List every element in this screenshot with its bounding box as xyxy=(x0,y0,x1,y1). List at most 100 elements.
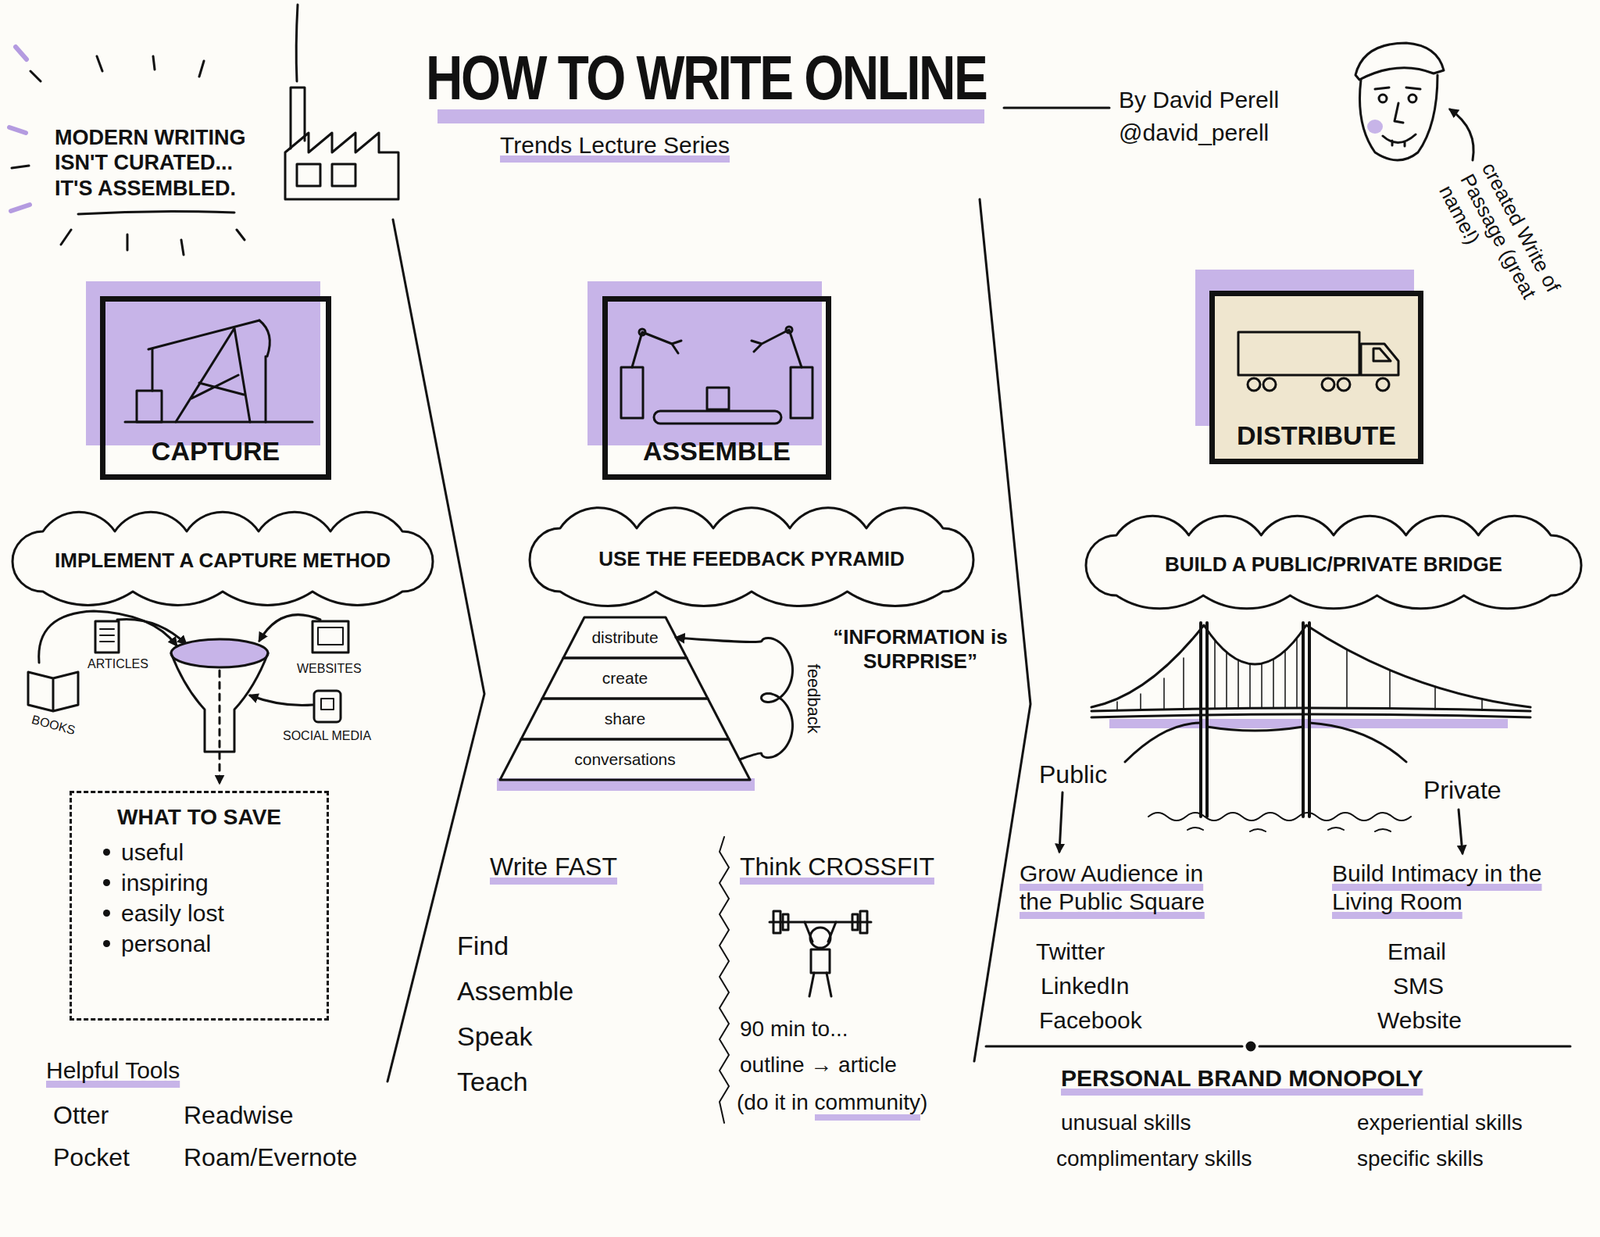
side-note: created Write of Passage (great name!) xyxy=(1433,158,1578,342)
thought-cloud: BUILD A PUBLIC/PRIVATE BRIDGE xyxy=(1081,500,1586,610)
cloud-text: USE THE FEEDBACK PYRAMID xyxy=(598,547,904,572)
list-item: useful xyxy=(121,836,184,868)
icon-caption: SOCIAL MEDIA xyxy=(282,728,372,743)
list-row: easily lost xyxy=(103,897,307,929)
frame-caption: ASSEMBLE xyxy=(642,435,791,467)
factory-illustration xyxy=(332,164,356,186)
box-heading: WHAT TO SAVE xyxy=(117,804,282,829)
funnel-illustration xyxy=(218,670,222,783)
divider-line xyxy=(985,1045,1571,1048)
bridge-illustration xyxy=(1091,622,1531,832)
bullet-dot xyxy=(103,848,111,856)
thought-cloud: USE THE FEEDBACK PYRAMID xyxy=(525,492,979,606)
bullet-dot xyxy=(103,909,111,917)
source-icons xyxy=(314,690,341,722)
list-row: personal xyxy=(103,928,307,959)
factory-illustration xyxy=(296,4,298,82)
pyramid-outline xyxy=(563,617,687,658)
underline xyxy=(78,210,235,215)
crossfit-figure xyxy=(809,972,832,997)
purple-shading xyxy=(1367,119,1383,134)
tool-name: Roam/Evernote xyxy=(183,1142,358,1172)
robot-assembly-illustration xyxy=(632,332,682,368)
list-word: Speak xyxy=(457,1020,533,1053)
funnel-illustration xyxy=(171,639,268,783)
skill-item: complimentary skills xyxy=(1056,1145,1253,1172)
zigzag-divider xyxy=(719,836,729,1123)
note-text: outline → article xyxy=(739,1051,897,1079)
note-text: (do it in community) xyxy=(736,1089,928,1116)
crossfit-figure xyxy=(769,910,872,997)
frame-ground xyxy=(1214,296,1418,459)
robot-assembly-illustration xyxy=(621,326,813,424)
factory-illustration xyxy=(285,4,399,200)
oil-pump-illustration xyxy=(259,320,270,357)
list-item: easily lost xyxy=(121,897,225,929)
robot-assembly-illustration xyxy=(621,367,643,418)
source-icons xyxy=(317,627,343,645)
crossfit-figure xyxy=(769,921,872,924)
band-text: create xyxy=(602,668,648,688)
purple-shading xyxy=(85,281,321,446)
capture-arrows xyxy=(117,618,186,644)
list-row-heading: WHAT TO SAVE xyxy=(92,803,307,831)
author-portrait xyxy=(1450,109,1474,161)
author-portrait xyxy=(1359,75,1438,161)
pyramid-outline xyxy=(542,657,708,699)
author-name: By David Perell xyxy=(1118,85,1279,115)
oil-pump-illustration xyxy=(136,390,162,422)
source-icons xyxy=(100,628,115,642)
list-item: personal xyxy=(121,928,211,959)
purple-shading xyxy=(587,281,822,446)
side-label: Private xyxy=(1423,775,1502,805)
author-handle: @david_perell xyxy=(1118,118,1269,147)
author-portrait xyxy=(1394,103,1404,123)
oil-pump-illustration xyxy=(125,320,313,422)
crossfit-figure xyxy=(810,949,830,973)
pyramid-band: distribute xyxy=(563,617,687,658)
robot-assembly-illustration xyxy=(751,329,802,368)
section-heading: Helpful Tools xyxy=(46,1056,180,1085)
list-row: inspiring xyxy=(103,867,307,898)
factory-illustration xyxy=(285,132,399,200)
capture-arrows xyxy=(250,695,313,706)
cloud-outline xyxy=(12,511,433,605)
channel-name: SMS xyxy=(1392,971,1444,1000)
skill-item: experiential skills xyxy=(1357,1109,1523,1136)
capture-arrows xyxy=(259,614,321,641)
bridge-illustration xyxy=(1200,622,1310,817)
burst-dashes xyxy=(9,46,245,255)
crossfit-figure xyxy=(810,927,831,948)
list-item: inspiring xyxy=(121,867,209,898)
cloud-outline xyxy=(1085,515,1582,609)
robot-assembly-illustration xyxy=(785,326,793,333)
bridge-illustration xyxy=(1117,638,1483,711)
truck-illustration xyxy=(1238,332,1360,375)
pyramid-outline xyxy=(500,739,750,780)
bridge-illustration xyxy=(1091,707,1531,718)
band-text: conversations xyxy=(574,750,676,769)
author-portrait xyxy=(1378,94,1387,103)
title-rule xyxy=(1003,107,1110,110)
bridge-illustration xyxy=(1125,722,1407,762)
source-icons xyxy=(95,621,119,653)
section-chevron xyxy=(387,199,1031,1082)
purple-shading xyxy=(85,109,1508,1121)
frame-caption: CAPTURE xyxy=(151,435,280,467)
diagram-title: HOW TO WRITE ONLINE xyxy=(425,46,986,110)
robot-assembly-illustration xyxy=(707,387,729,410)
source-icons xyxy=(312,621,349,653)
channel-name: Email xyxy=(1387,937,1447,966)
crossfit-figure xyxy=(782,914,789,930)
tool-name: Readwise xyxy=(183,1100,294,1130)
oil-pump-illustration xyxy=(148,320,260,350)
bridge-illustration xyxy=(1187,827,1391,832)
sketch-line xyxy=(9,4,1571,1123)
crossfit-figure xyxy=(773,910,781,933)
author-portrait xyxy=(1355,42,1474,161)
divider-dot xyxy=(1246,1042,1255,1050)
